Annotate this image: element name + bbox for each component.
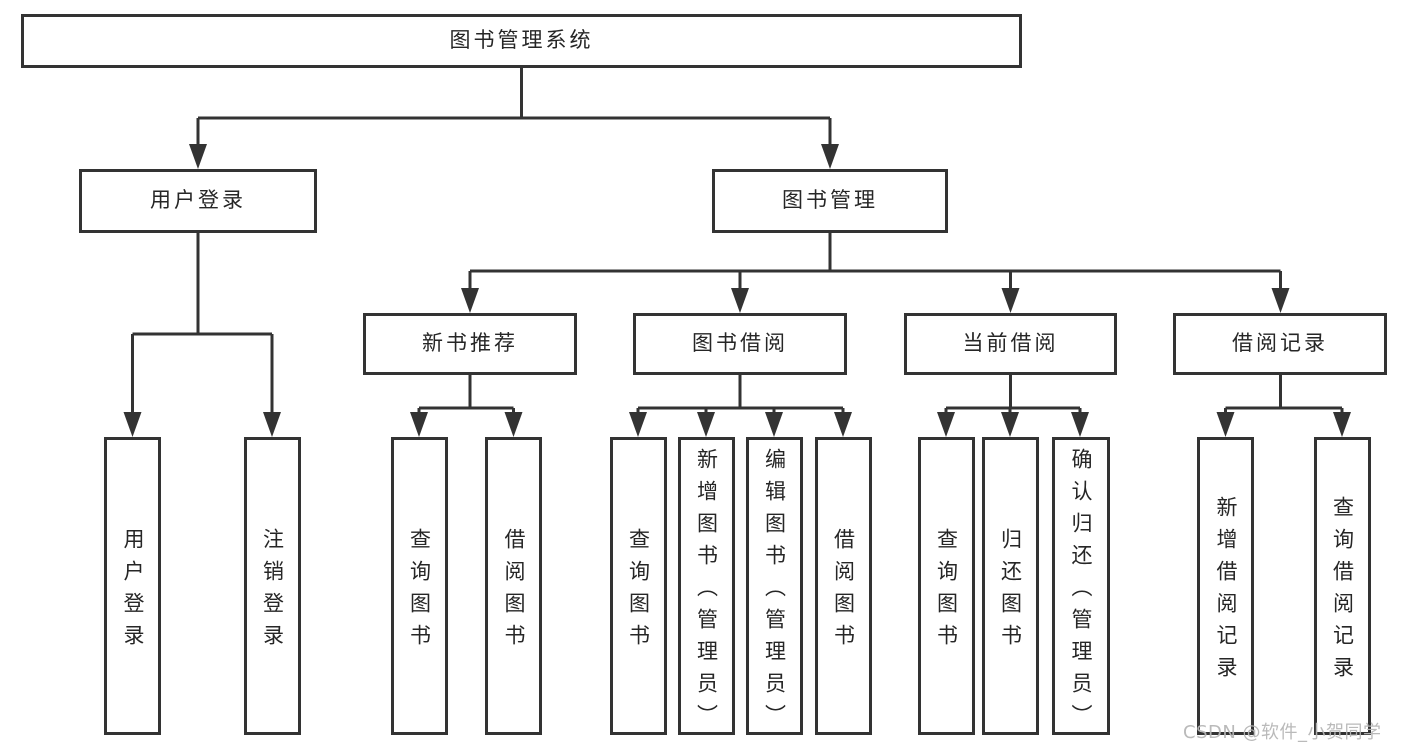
arrow-down-icon	[731, 288, 749, 313]
arrow-down-icon	[1333, 412, 1351, 437]
node-label: 借阅记录	[1232, 331, 1328, 356]
arrow-down-icon	[1216, 412, 1235, 437]
node-label: 图书管理	[782, 188, 878, 213]
leaf-return-book: 归还图书	[981, 437, 1039, 735]
leaf-borrow-books: 借阅图书	[814, 437, 872, 735]
node-label: 新书推荐	[422, 331, 518, 356]
node-label: 编辑图书（管理员）	[762, 447, 787, 736]
node-current-borrowing: 当前借阅	[904, 313, 1117, 375]
watermark-text: CSDN @软件_小贺同学	[1183, 722, 1382, 743]
node-book-borrowing: 图书借阅	[633, 313, 847, 375]
node-label: 用户登录	[150, 188, 246, 213]
node-label: 借阅图书	[831, 527, 856, 656]
node-label: 图书管理系统	[449, 28, 594, 53]
node-label: 新增借阅记录	[1214, 495, 1238, 688]
arrow-down-icon	[697, 412, 715, 437]
arrow-down-icon	[1071, 412, 1089, 437]
node-borrowing-records: 借阅记录	[1173, 313, 1387, 375]
leaf-query-books-borrowing: 查询图书	[609, 437, 667, 735]
leaf-query-books-current: 查询图书	[917, 437, 975, 735]
arrow-down-icon	[1001, 288, 1020, 313]
arrow-down-icon	[834, 412, 852, 437]
node-label: 查询图书	[407, 527, 432, 656]
arrow-down-icon	[1001, 412, 1019, 437]
leaf-borrow-books-recommend: 借阅图书	[485, 437, 542, 735]
arrow-down-icon	[461, 288, 479, 313]
leaf-query-borrow-record: 查询借阅记录	[1313, 437, 1371, 735]
leaf-add-borrow-record: 新增借阅记录	[1197, 437, 1254, 735]
arrow-down-icon	[629, 412, 647, 437]
node-label: 借阅图书	[502, 527, 526, 656]
arrow-down-icon	[765, 412, 783, 437]
node-label: 注销登录	[260, 527, 285, 656]
node-label: 确认归还（管理员）	[1069, 447, 1093, 736]
node-label: 图书借阅	[692, 331, 788, 356]
arrow-down-icon	[937, 412, 955, 437]
leaf-logout: 注销登录	[243, 437, 301, 735]
leaf-add-book-admin: 新增图书（管理员）	[677, 437, 735, 736]
node-label: 查询图书	[626, 527, 651, 656]
node-book-management: 图书管理	[712, 169, 948, 233]
node-label: 用户登录	[121, 527, 145, 656]
leaf-confirm-return-admin: 确认归还（管理员）	[1051, 437, 1110, 736]
node-label: 当前借阅	[962, 331, 1059, 356]
leaf-query-books-recommend: 查询图书	[390, 437, 448, 735]
arrow-down-icon	[504, 412, 523, 437]
leaf-edit-book-admin: 编辑图书（管理员）	[745, 437, 803, 736]
node-label: 查询借阅记录	[1330, 495, 1355, 688]
node-label: 查询图书	[934, 527, 959, 656]
arrow-down-icon	[189, 144, 207, 169]
node-label: 新增图书（管理员）	[694, 447, 719, 736]
arrow-down-icon	[1271, 288, 1290, 313]
node-user-login: 用户登录	[79, 169, 317, 233]
node-label: 归还图书	[998, 527, 1023, 656]
arrow-down-icon	[263, 412, 281, 437]
leaf-user-login: 用户登录	[104, 437, 161, 735]
arrow-down-icon	[123, 412, 142, 437]
node-root: 图书管理系统	[21, 14, 1022, 68]
node-new-book-recommend: 新书推荐	[363, 313, 577, 375]
arrow-down-icon	[410, 412, 428, 437]
arrow-down-icon	[821, 144, 839, 169]
